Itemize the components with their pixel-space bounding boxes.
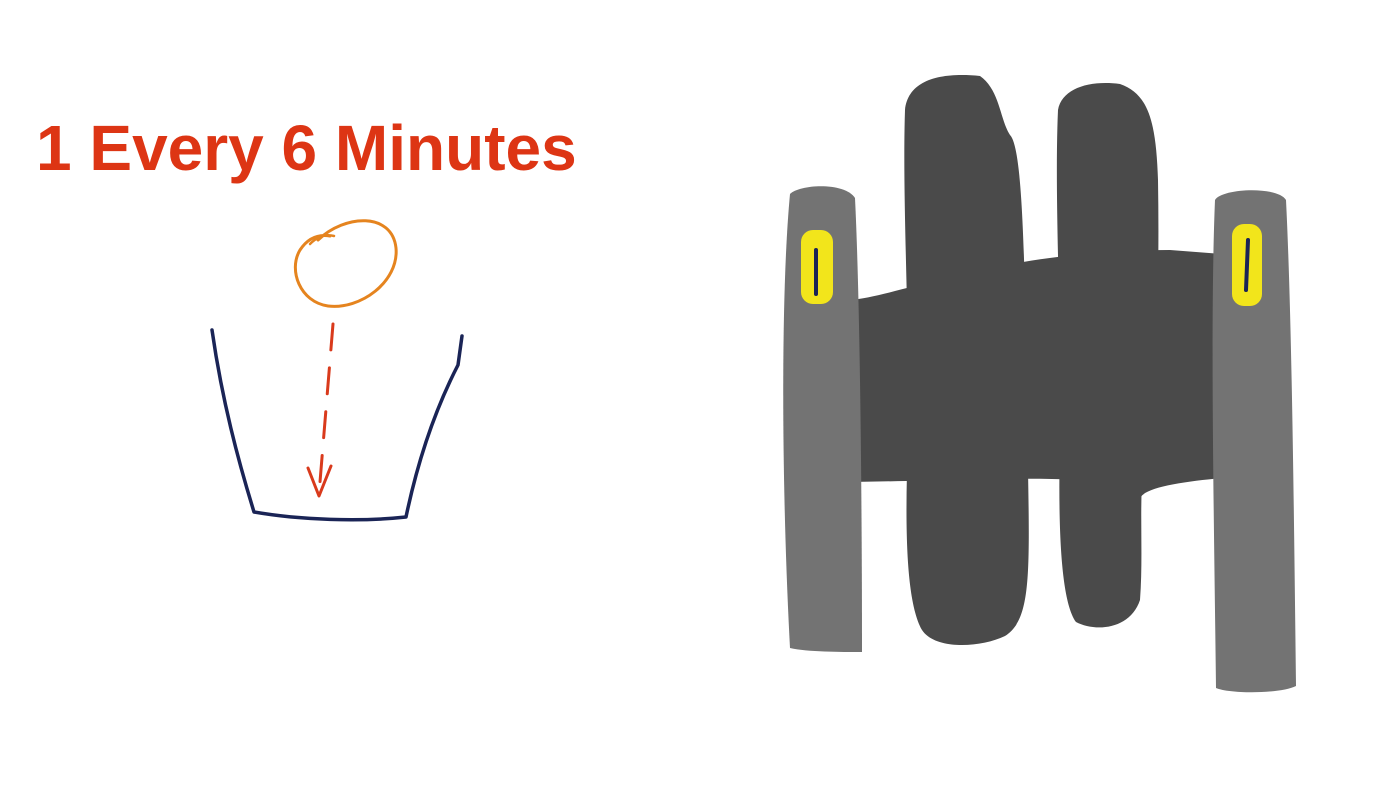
right-outer-plate — [1212, 190, 1296, 693]
right-inner-plate — [1056, 83, 1159, 628]
drop-arrow-head-icon — [306, 464, 333, 498]
cup-outline — [210, 328, 464, 522]
right-clip-mark — [1244, 238, 1250, 292]
left-inner-plate — [904, 75, 1029, 646]
drop-arrow-line — [317, 322, 335, 496]
rate-title: 1 Every 6 Minutes — [36, 112, 577, 184]
ball-icon-overdraw — [308, 234, 336, 246]
dumbbell-illustration — [783, 75, 1296, 693]
ball-icon — [293, 219, 398, 308]
left-outer-plate — [783, 186, 862, 652]
dumbbell-handle — [850, 250, 1222, 500]
ball-drop-illustration — [210, 219, 464, 522]
